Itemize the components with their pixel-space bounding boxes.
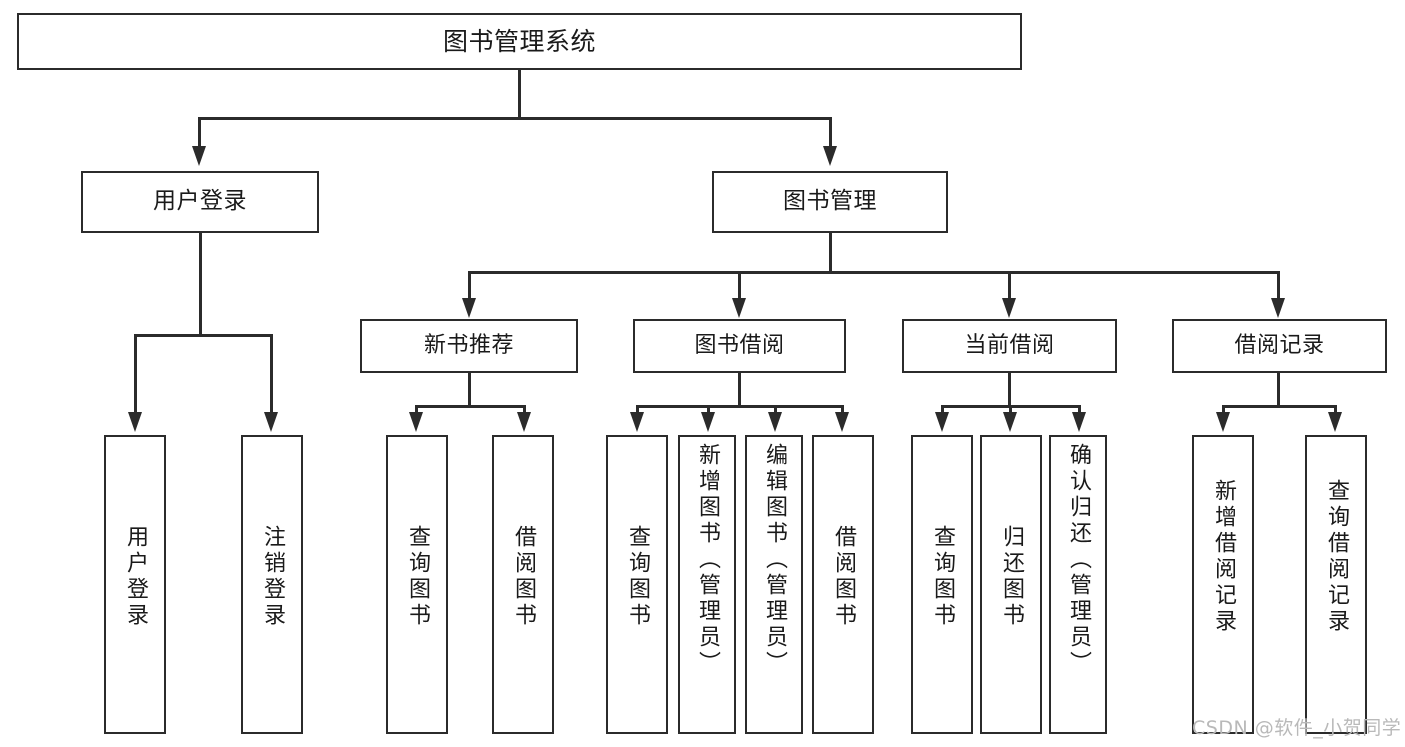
connector-user-login-stem [199,233,202,335]
connector-book-mgmt-child4 [1277,271,1280,299]
leaf-user-login-logout[interactable]: 注销登录 [241,435,303,734]
connector-root-bar [198,117,831,120]
leaf-label: 借阅图书 [831,525,856,629]
leaf-label: 注销登录 [260,525,285,629]
leaf-label: 查询借阅记录 [1324,479,1349,635]
connector-book-borrow-leaf4 [841,405,844,413]
node-label: 新书推荐 [423,332,514,358]
connector-borrow-record-bar [1222,405,1336,408]
arrowhead-book-borrow-leaf3 [768,412,782,432]
leaf-label: 归还图书 [999,525,1024,629]
connector-user-login-leaf2 [270,334,273,413]
leaf-borrow-record-add[interactable]: 新增借阅记录 [1192,435,1254,734]
connector-borrow-record-leaf1 [1222,405,1225,413]
leaf-book-borrow-borrow[interactable]: 借阅图书 [812,435,874,734]
node-user-login[interactable]: 用户登录 [81,171,319,233]
leaf-label: 确认归还（管理员） [1066,443,1091,677]
leaf-current-borrow-query[interactable]: 查询图书 [911,435,973,734]
connector-new-book-leaf2 [523,405,526,413]
leaf-label: 查询图书 [930,525,955,629]
connector-root-to-user-login [198,117,201,147]
connector-book-borrow-leaf2 [707,405,710,413]
node-book-management[interactable]: 图书管理 [712,171,948,233]
connector-book-mgmt-child1 [468,271,471,299]
connector-book-borrow-leaf3 [774,405,777,413]
connector-current-borrow-leaf2 [1009,405,1012,413]
leaf-label: 借阅图书 [511,525,536,629]
connector-current-borrow-leaf3 [1078,405,1081,413]
arrowhead-book-mgmt-child2 [732,298,746,318]
arrowhead-book-mgmt-child1 [462,298,476,318]
node-label: 图书管理 [783,188,877,215]
connector-book-borrow-bar [636,405,843,408]
leaf-book-borrow-edit[interactable]: 编辑图书（管理员） [745,435,803,734]
leaf-book-borrow-query[interactable]: 查询图书 [606,435,668,734]
connector-book-mgmt-bar [468,271,1279,274]
connector-book-borrow-stem [738,373,741,406]
arrowhead-root-to-book-mgmt [823,146,837,166]
leaf-label: 新增借阅记录 [1211,479,1236,635]
node-label: 图书借阅 [694,332,785,358]
leaf-new-book-query[interactable]: 查询图书 [386,435,448,734]
leaf-label: 新增图书（管理员） [695,443,720,677]
arrowhead-user-login-leaf1 [128,412,142,432]
connector-user-login-bar [134,334,272,337]
connector-new-book-stem [468,373,471,406]
leaf-label: 查询图书 [625,525,650,629]
connector-current-borrow-leaf1 [941,405,944,413]
leaf-borrow-record-query[interactable]: 查询借阅记录 [1305,435,1367,734]
arrowhead-book-borrow-leaf1 [630,412,644,432]
node-book-borrow[interactable]: 图书借阅 [633,319,846,373]
connector-book-mgmt-stem [829,233,832,273]
leaf-label: 查询图书 [405,525,430,629]
arrowhead-book-mgmt-child3 [1002,298,1016,318]
leaf-current-borrow-return[interactable]: 归还图书 [980,435,1042,734]
arrowhead-new-book-leaf1 [409,412,423,432]
connector-book-borrow-leaf1 [636,405,639,413]
leaf-label: 编辑图书（管理员） [762,443,787,677]
node-borrow-record[interactable]: 借阅记录 [1172,319,1387,373]
node-label: 借阅记录 [1234,332,1325,358]
arrowhead-current-borrow-leaf2 [1003,412,1017,432]
arrowhead-current-borrow-leaf3 [1072,412,1086,432]
connector-current-borrow-stem [1008,373,1011,406]
connector-book-mgmt-child3 [1008,271,1011,299]
arrowhead-borrow-record-leaf2 [1328,412,1342,432]
watermark-text: CSDN @软件_小贺同学 [1192,717,1402,739]
arrowhead-borrow-record-leaf1 [1216,412,1230,432]
leaf-user-login-login[interactable]: 用户登录 [104,435,166,734]
connector-user-login-leaf1 [134,334,137,413]
connector-new-book-bar [415,405,525,408]
arrowhead-new-book-leaf2 [517,412,531,432]
arrowhead-book-mgmt-child4 [1271,298,1285,318]
arrowhead-root-to-user-login [192,146,206,166]
connector-root-to-book-mgmt [829,117,832,147]
connector-borrow-record-leaf2 [1334,405,1337,413]
connector-root-stem [518,70,521,118]
arrowhead-user-login-leaf2 [264,412,278,432]
arrowhead-book-borrow-leaf2 [701,412,715,432]
node-new-book-recommend[interactable]: 新书推荐 [360,319,578,373]
arrowhead-book-borrow-leaf4 [835,412,849,432]
leaf-current-borrow-confirm-return[interactable]: 确认归还（管理员） [1049,435,1107,734]
leaf-label: 用户登录 [123,525,148,629]
node-label: 用户登录 [153,188,247,215]
node-label: 当前借阅 [964,332,1055,358]
node-current-borrow[interactable]: 当前借阅 [902,319,1117,373]
connector-new-book-leaf1 [415,405,418,413]
connector-book-mgmt-child2 [738,271,741,299]
connector-borrow-record-stem [1277,373,1280,406]
leaf-new-book-borrow[interactable]: 借阅图书 [492,435,554,734]
leaf-book-borrow-add[interactable]: 新增图书（管理员） [678,435,736,734]
arrowhead-current-borrow-leaf1 [935,412,949,432]
node-label: 图书管理系统 [442,26,596,56]
node-root-system[interactable]: 图书管理系统 [17,13,1022,70]
